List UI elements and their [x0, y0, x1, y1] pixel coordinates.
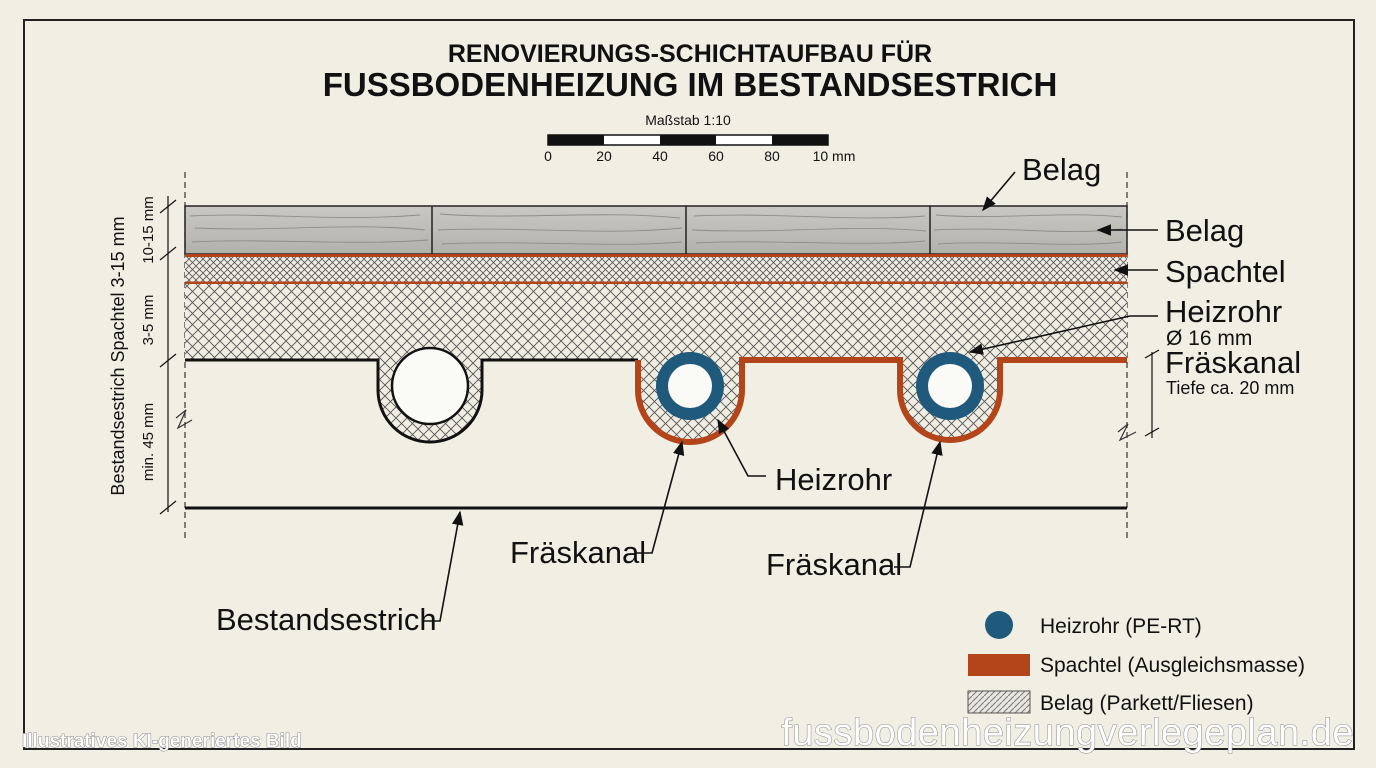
- leader-lines-right: [968, 171, 1158, 355]
- leader-lines-center: [424, 418, 943, 622]
- label-bestandsestrich: Bestandsestrich: [216, 602, 437, 637]
- break-symbol: [175, 409, 193, 430]
- estrich-contour: [185, 358, 638, 444]
- empty-channel-circle: [390, 346, 470, 426]
- heizrohr-pipe: [656, 352, 724, 420]
- hatch-swatch-icon: [967, 690, 1031, 714]
- label-heizrohr-right: Heizrohr: [1165, 294, 1282, 329]
- dimension-chain-left: [159, 196, 177, 515]
- label-heizrohr-diameter: Ø 16 mm: [1166, 327, 1252, 350]
- dimension-estrich: min. 45 mm: [140, 403, 157, 481]
- label-heizrohr-center: Heizrohr: [775, 462, 892, 497]
- scale-tick: 60: [708, 148, 724, 164]
- label-fraeskanal-depth: Tiefe ca. 20 mm: [1166, 378, 1294, 398]
- break-symbol: [1117, 423, 1137, 442]
- pipe-circle-icon: [985, 611, 1013, 639]
- scale-tick: 40: [652, 148, 668, 164]
- label-belag-right: Belag: [1165, 213, 1244, 248]
- title-line-2: FUSSBODENHEIZUNG IM BESTANDSESTRICH: [323, 66, 1058, 103]
- label-spachtel-right: Spachtel: [1165, 254, 1286, 289]
- scale-ticks: 0 20 40 60 80 10 mm: [544, 148, 855, 164]
- fraeskanal-contour: [635, 357, 1127, 445]
- legend-label: Belag (Parkett/Fliesen): [1040, 692, 1254, 715]
- dimension-outer-label: Bestandsestrich Spachtel 3-15 mm: [108, 216, 128, 495]
- orange-swatch-icon: [968, 654, 1030, 676]
- belag-layer: [184, 205, 1128, 255]
- scale-bar: [547, 134, 829, 146]
- watermark-right: fussbodenheizungverlegeplan.de: [781, 712, 1354, 754]
- legend-label: Heizrohr (PE-RT): [1040, 615, 1202, 638]
- scale-tick: 80: [764, 148, 780, 164]
- watermark-left: Illustratives KI-generiertes Bild: [22, 731, 302, 752]
- label-fraeskanal-right: Fräskanal: [1165, 345, 1301, 380]
- scale-label: Maßstab 1:10: [645, 112, 731, 128]
- title-line-1: RENOVIERUNGS-SCHICHTAUFBAU FÜR: [448, 39, 932, 68]
- label-fraeskanal-mid: Fräskanal: [766, 547, 902, 582]
- scale-tick: 10 mm: [813, 148, 856, 164]
- heizrohr-pipe: [916, 352, 984, 420]
- label-belag-top: Belag: [1022, 152, 1101, 187]
- label-fraeskanal-left: Fräskanal: [510, 535, 646, 570]
- spachtel-top-layer: [185, 254, 1127, 285]
- dimension-belag: 10-15 mm: [140, 196, 157, 264]
- legend: Heizrohr (PE-RT) Spachtel (Ausgleichsmas…: [967, 611, 1305, 715]
- scale-tick: 20: [596, 148, 612, 164]
- legend-label: Spachtel (Ausgleichsmasse): [1040, 654, 1305, 677]
- dimension-spachtel: 3-5 mm: [140, 295, 157, 346]
- scale-tick: 0: [544, 148, 552, 164]
- dimension-fraeskanal: [1144, 349, 1160, 438]
- spachtel-fill: [185, 284, 1127, 442]
- outer-frame: [23, 19, 1355, 750]
